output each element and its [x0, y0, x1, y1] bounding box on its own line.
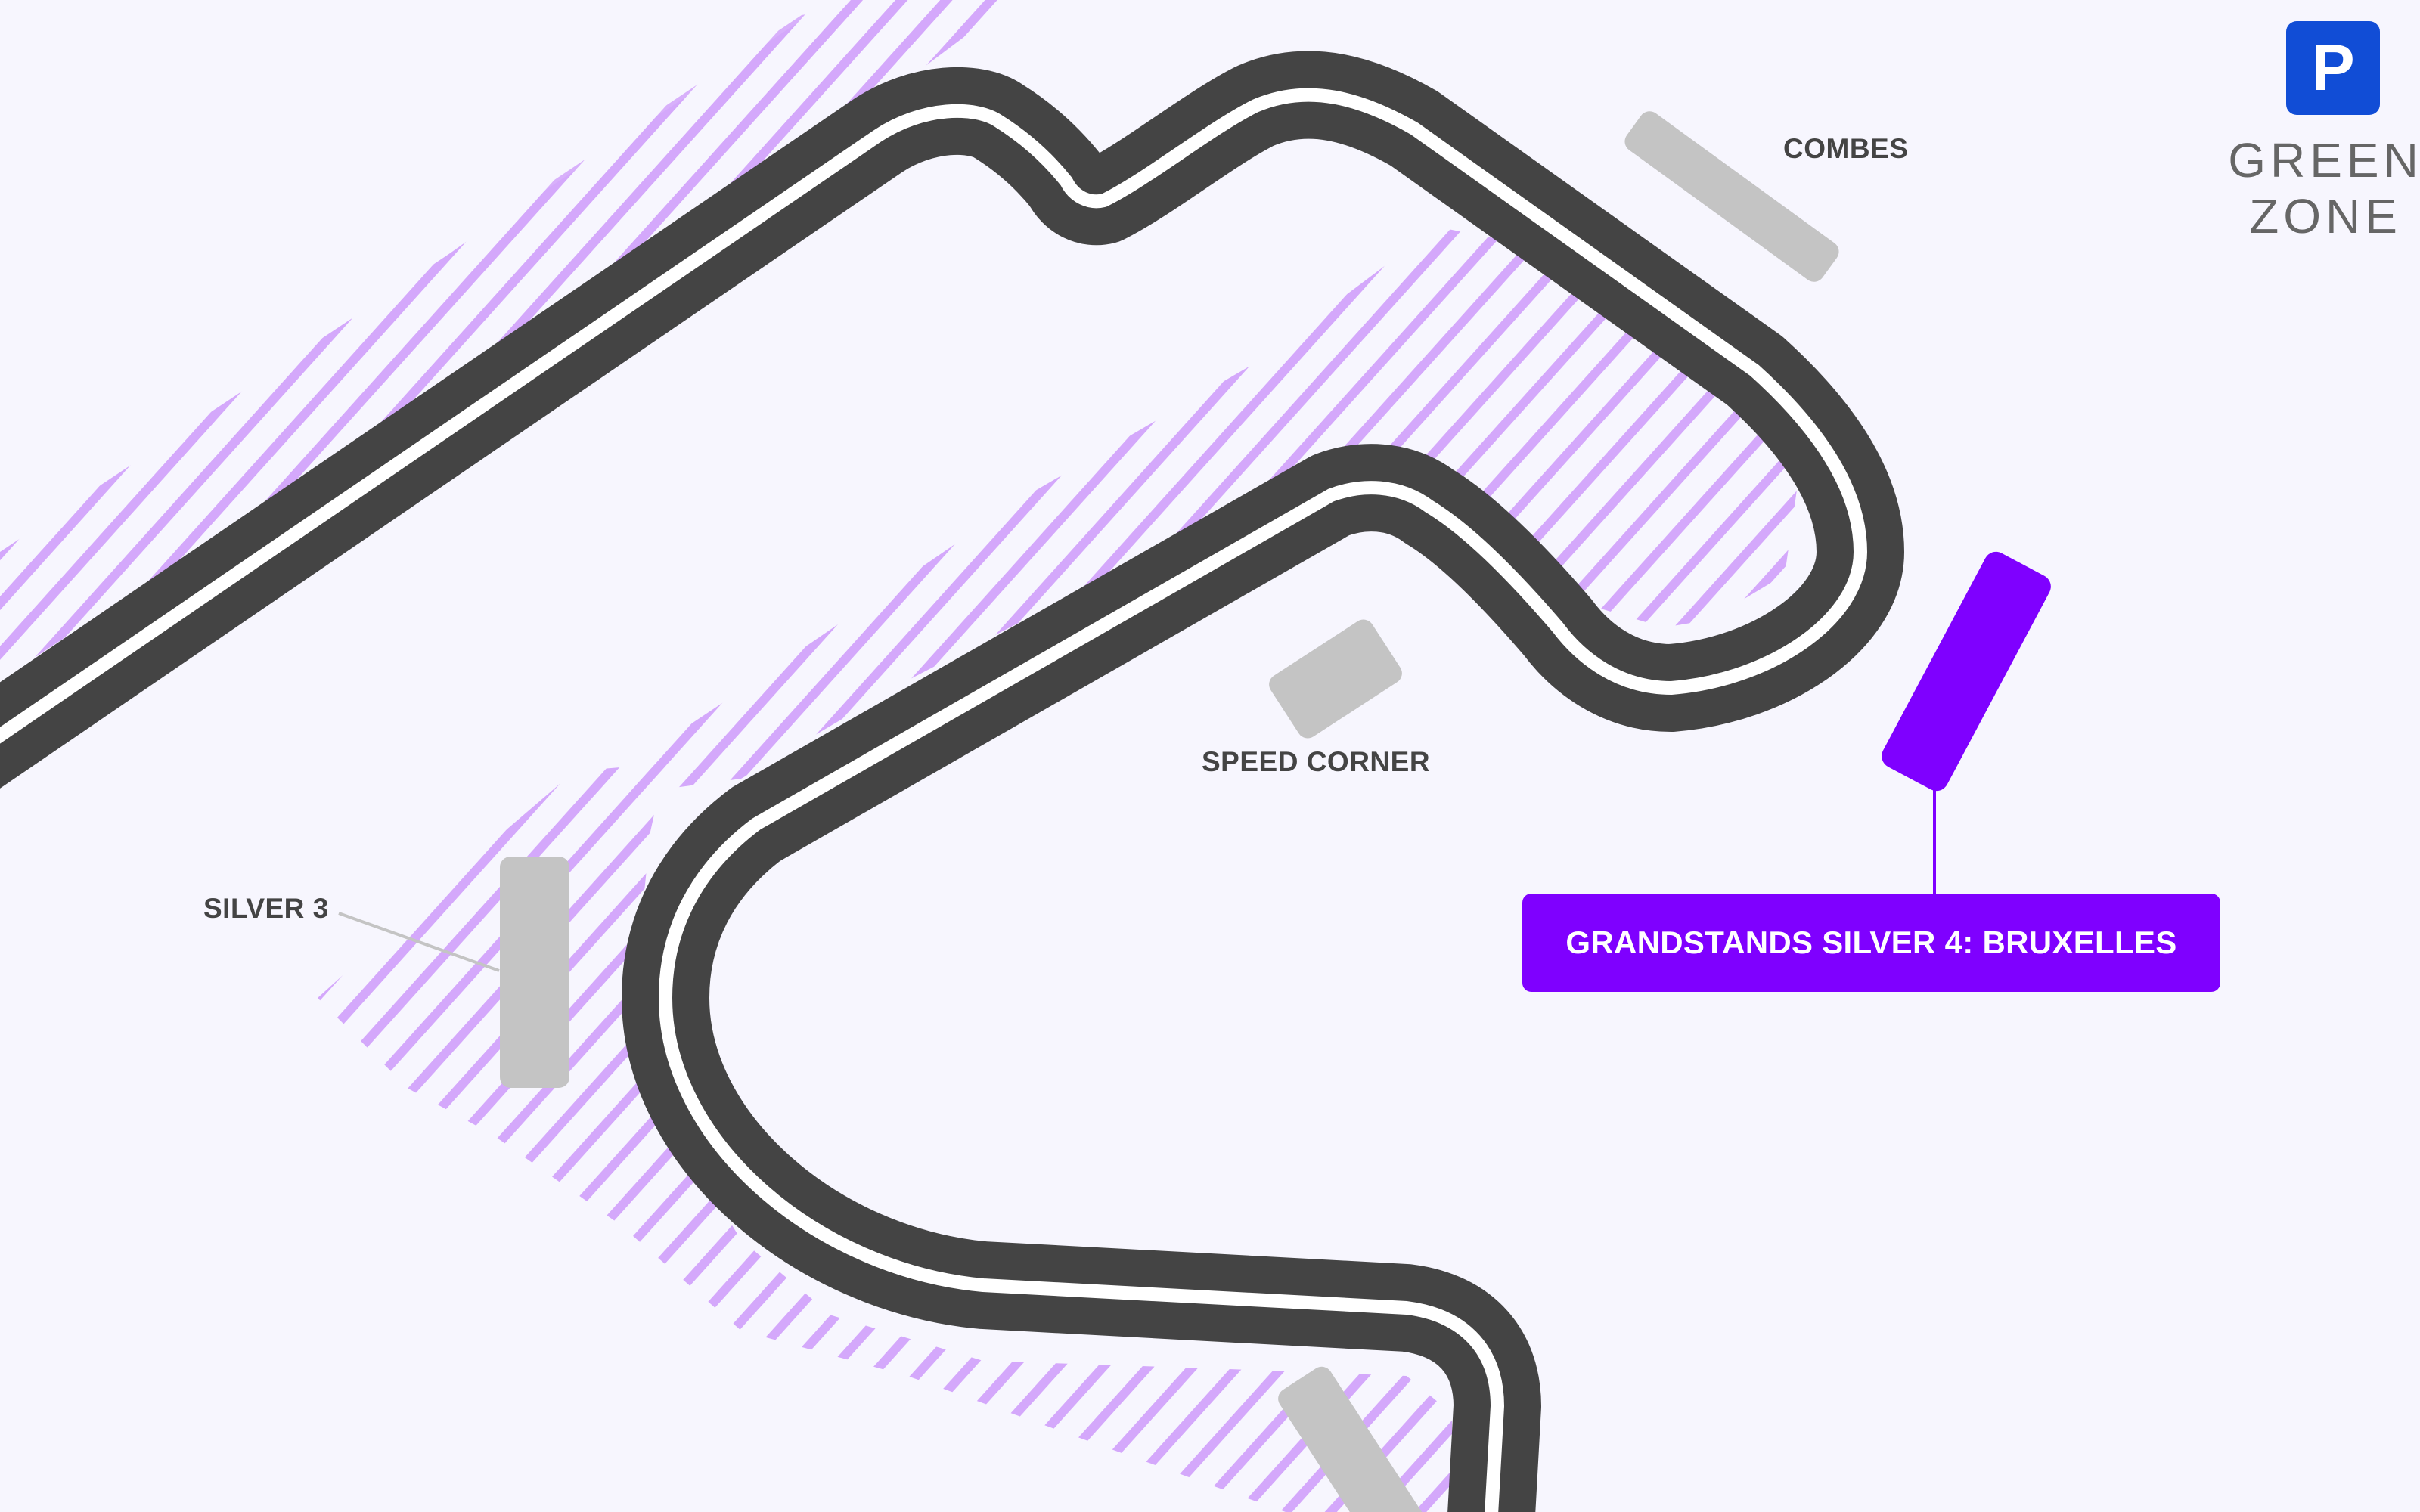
hatched-zone-north-straight-outer: [0, 0, 968, 680]
race-track: [0, 51, 1904, 1512]
silver-3-leader-line: [338, 912, 500, 972]
selected-grandstand-callout[interactable]: GRANDSTANDS SILVER 4: BRUXELLES: [1522, 894, 2220, 992]
label-combes: COMBES: [1783, 133, 1909, 164]
grandstand-speed-corner[interactable]: [1265, 615, 1406, 742]
grandstand-combes[interactable]: [1621, 107, 1843, 287]
hatched-zone-central: [575, 227, 1800, 801]
parking-zone-label: GREEN ZONE: [2223, 132, 2420, 244]
parking-zone-line-1: GREEN: [2228, 133, 2420, 187]
parking-zone-line-2: ZONE: [2249, 189, 2402, 243]
grandstands: [500, 107, 1843, 1512]
track-center-line: [0, 88, 1867, 1512]
grandstand-silver-4-bruxelles[interactable]: [1878, 547, 2055, 795]
parking-icon[interactable]: P: [2286, 21, 2380, 115]
parking-icon-letter: P: [2311, 31, 2355, 104]
callout-title: GRANDSTANDS SILVER 4: BRUXELLES: [1565, 925, 2177, 960]
hatched-zone-west: [318, 764, 1452, 1512]
label-silver-3: SILVER 3: [203, 893, 329, 924]
grandstand-south[interactable]: [1274, 1362, 1448, 1512]
grandstand-silver-3[interactable]: [500, 857, 569, 1088]
label-speed-corner: SPEED CORNER: [1202, 746, 1431, 777]
